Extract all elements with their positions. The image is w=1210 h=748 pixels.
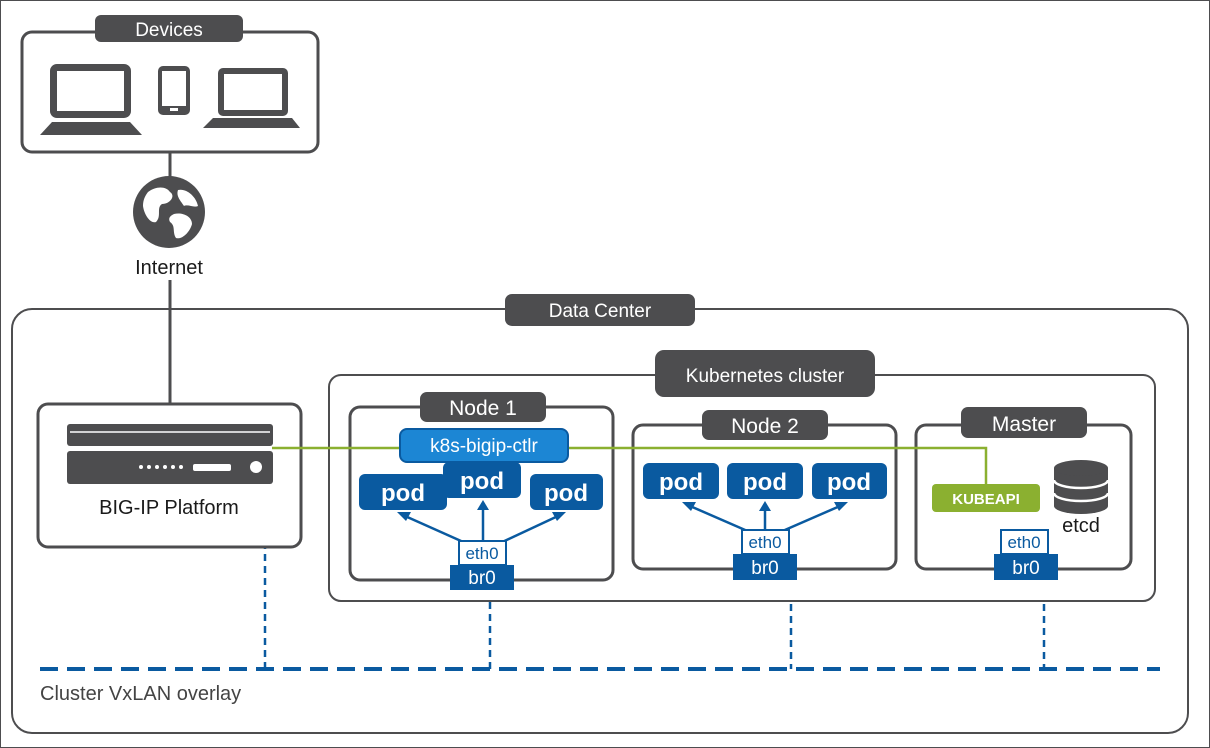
pod-label: pod	[544, 480, 588, 507]
cluster-label: Kubernetes cluster	[686, 366, 845, 387]
bigip-box: BIG-IP Platform	[36, 402, 303, 549]
node2-arrows	[682, 501, 848, 535]
node2-br0: br0	[733, 554, 797, 580]
node2-label: Node 2	[731, 415, 799, 438]
br0-label: br0	[1012, 558, 1039, 579]
eth0-label: eth0	[1007, 533, 1040, 552]
eth0-label: eth0	[748, 533, 781, 552]
laptop-icon	[203, 68, 300, 128]
node1-label-pill	[420, 392, 546, 422]
devices-box: Devices	[20, 15, 320, 154]
br0-label: br0	[751, 558, 778, 579]
etcd-label: etcd	[1062, 515, 1100, 537]
pod-label: pod	[659, 469, 703, 496]
pod-label: pod	[743, 469, 787, 496]
database-icon	[1052, 460, 1110, 514]
master-eth0: eth0	[1000, 529, 1049, 555]
node1-br0: br0	[450, 565, 514, 590]
node2-pod-right: pod	[812, 463, 887, 499]
kubeapi-box: KUBEAPI	[932, 484, 1040, 512]
devices-label-pill	[95, 15, 243, 42]
data-center-label: Data Center	[549, 301, 652, 322]
br0-label: br0	[468, 568, 495, 589]
eth0-label: eth0	[465, 544, 498, 563]
pod-label: pod	[381, 480, 425, 507]
node1-label: Node 1	[449, 397, 517, 420]
node1-pod-right: pod	[530, 474, 603, 510]
data-center-label-pill	[505, 294, 695, 326]
master-label: Master	[992, 413, 1056, 436]
master-br0: br0	[994, 554, 1058, 580]
controller-label: k8s-bigip-ctlr	[430, 436, 538, 457]
desktop-icon	[40, 64, 142, 135]
cluster-label-pill	[655, 350, 875, 397]
node1-pod-middle: pod	[443, 462, 521, 498]
node2-eth0: eth0	[741, 529, 790, 555]
phone-icon	[158, 66, 190, 115]
master-label-pill	[961, 407, 1087, 438]
devices-label: Devices	[135, 20, 203, 41]
node1-pod-left: pod	[359, 474, 447, 510]
bigip-label: BIG-IP Platform	[99, 497, 239, 519]
internet-label: Internet	[135, 257, 203, 279]
node2-label-pill	[702, 410, 828, 440]
pod-label: pod	[827, 469, 871, 496]
kubeapi-label: KUBEAPI	[952, 491, 1020, 508]
controller-box: k8s-bigip-ctlr	[399, 428, 569, 463]
node2-pod-left: pod	[643, 463, 719, 499]
node1-eth0: eth0	[458, 540, 507, 566]
server-icon	[67, 424, 273, 484]
overlay-label: Cluster VxLAN overlay	[40, 683, 241, 705]
globe-icon	[133, 176, 205, 248]
node2-pod-middle: pod	[727, 463, 803, 499]
data-center-box: Data Center	[11, 294, 1189, 734]
pod-label: pod	[460, 468, 504, 495]
